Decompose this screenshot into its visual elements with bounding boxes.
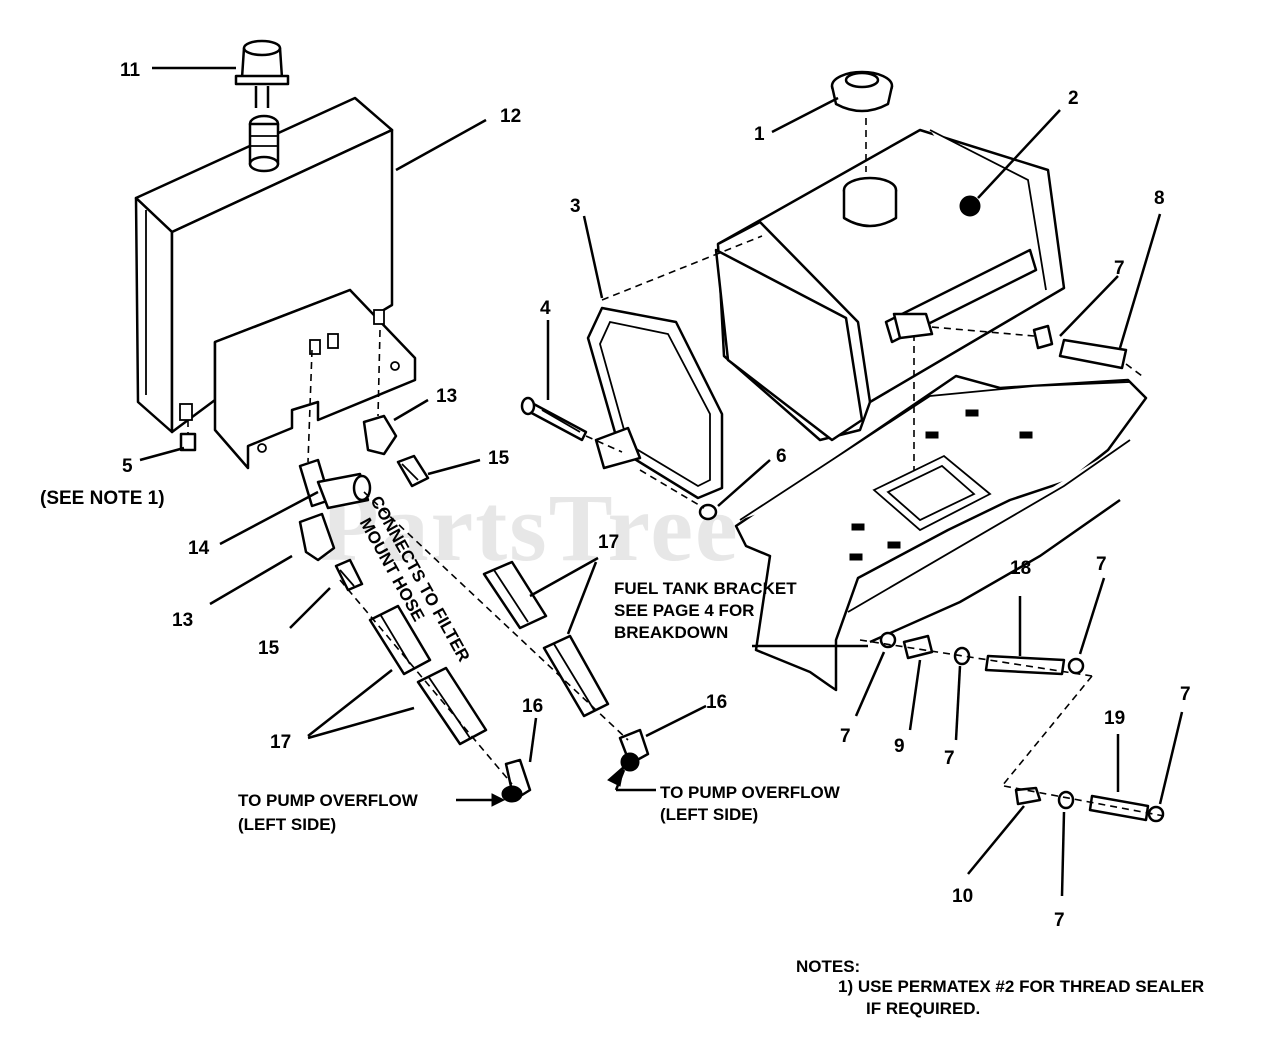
callout-5-note: (SEE NOTE 1)	[40, 488, 165, 509]
elbow-fitting-lower	[298, 512, 336, 562]
callout-7-bottom: 7	[1054, 910, 1065, 931]
callout-18: 18	[1010, 558, 1031, 579]
callout-15-upper: 15	[488, 448, 510, 469]
strap-bolt	[520, 396, 623, 453]
callout-17-left: 17	[270, 732, 291, 753]
arrow-left-overflow	[491, 793, 506, 807]
callout-10: 10	[952, 886, 973, 907]
notes-line-2: IF REQUIRED.	[866, 999, 980, 1018]
hose-path-right	[363, 491, 629, 741]
tank-outlet-fitting	[892, 312, 934, 340]
tank-strap	[586, 235, 763, 500]
elbow-fitting-upper	[362, 329, 398, 456]
callout-7-upper: 7	[1114, 258, 1125, 279]
fuel-line-assembly	[859, 631, 1165, 823]
callout-2: 2	[1068, 88, 1079, 109]
overflow-right-line1: TO PUMP OVERFLOW	[660, 783, 841, 802]
reservoir-tank	[134, 96, 417, 470]
callout-13-upper: 13	[436, 386, 457, 407]
callout-7-far-right: 7	[1180, 684, 1191, 705]
fuel-cap	[830, 70, 894, 172]
tee-fitting	[298, 349, 372, 510]
bracket-label-line3: BREAKDOWN	[614, 623, 728, 642]
callout-5: 5	[122, 456, 133, 477]
reservoir-cap	[234, 39, 290, 108]
notes-line-1: 1) USE PERMATEX #2 FOR THREAD SEALER	[838, 977, 1204, 996]
callout-16-left: 16	[522, 696, 543, 717]
strap-nut	[639, 469, 718, 521]
callout-7-right-upper: 7	[1096, 554, 1107, 575]
callout-6: 6	[776, 446, 787, 467]
bracket-label-line1: FUEL TANK BRACKET	[614, 579, 797, 598]
adapter-fitting-lower	[334, 558, 364, 592]
callout-7-lower-left: 7	[840, 726, 851, 747]
elbow-fitting-overflow-right	[618, 728, 650, 772]
hose-connector-right	[482, 560, 610, 718]
callout-17-right: 17	[598, 532, 619, 553]
callout-3: 3	[570, 196, 581, 217]
callout-9: 9	[894, 736, 905, 757]
arrow-right-overflow	[607, 764, 625, 787]
leader-lines	[139, 66, 1184, 897]
callouts: 11 12 1 2 3 4 8 7 13 15 5 (SEE NOTE 1) 6…	[40, 60, 1191, 931]
notes-block: NOTES: 1) USE PERMATEX #2 FOR THREAD SEA…	[796, 957, 1204, 1018]
watermark-text: PartsTree	[320, 474, 740, 581]
hose-connector-lower-left	[368, 604, 488, 746]
tank-drain-fitting	[179, 420, 197, 452]
watermark: PartsTree TM	[320, 474, 945, 581]
overflow-left-line2: (LEFT SIDE)	[238, 815, 336, 834]
overflow-left-line1: TO PUMP OVERFLOW	[238, 791, 419, 810]
fuel-tank-bracket	[734, 334, 1148, 692]
overflow-right-line2: (LEFT SIDE)	[660, 805, 758, 824]
notes-heading: NOTES:	[796, 957, 860, 976]
callout-14: 14	[188, 538, 210, 559]
callout-19: 19	[1104, 708, 1125, 729]
callout-7-lower-mid: 7	[944, 748, 955, 769]
callout-12: 12	[500, 106, 521, 127]
callout-1: 1	[754, 124, 765, 145]
callout-11: 11	[120, 60, 141, 81]
callout-15-lower: 15	[258, 638, 280, 659]
bracket-label-line2: SEE PAGE 4 FOR	[614, 601, 754, 620]
callout-4: 4	[540, 298, 551, 319]
callout-13-lower: 13	[172, 610, 193, 631]
callout-8: 8	[1154, 188, 1165, 209]
fuel-tank	[714, 128, 1066, 442]
adapter-fitting-upper	[396, 454, 430, 488]
vent-hose	[919, 324, 1143, 377]
callout-16-right: 16	[706, 692, 727, 713]
elbow-fitting-overflow-left	[501, 758, 532, 803]
hose-path-left	[339, 579, 513, 785]
